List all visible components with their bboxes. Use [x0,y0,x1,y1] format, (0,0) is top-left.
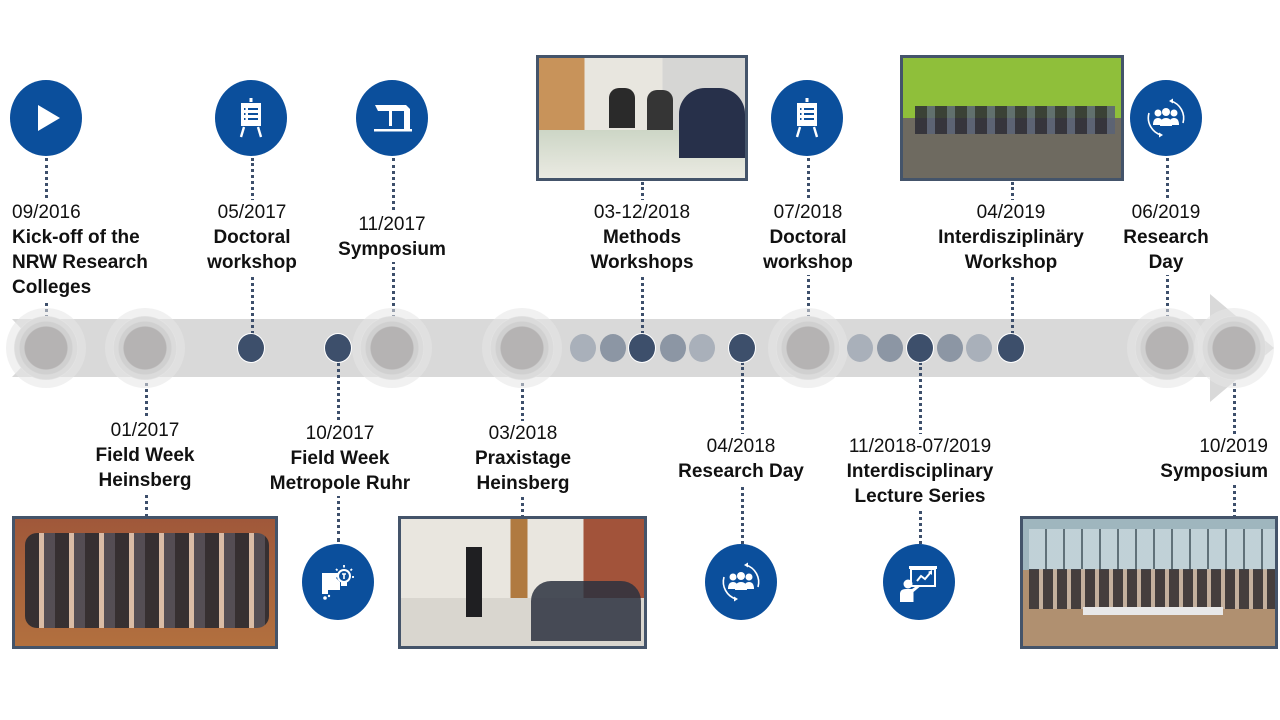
event-label: 04/2019 Interdisziplinäry Workshop [938,200,1084,275]
lecture-chart-icon [883,544,955,620]
event-date: 07/2018 [773,202,843,223]
event-date: 05/2017 [217,202,287,223]
easel-presentation-icon [771,80,843,156]
event-dot [906,333,934,363]
series-dot [877,334,903,362]
photo-group [12,516,278,649]
connector [145,488,148,518]
event-dot [237,333,265,363]
play-icon [10,80,82,156]
event-label: 01/2017 Field Week Heinsberg [95,418,195,493]
event-date: 10/2019 [1199,436,1268,457]
event-date: 09/2016 [12,202,81,223]
event-label: 10/2017 Field Week Metropole Ruhr [269,421,411,496]
event-title: Research Day [1123,227,1209,273]
series-dot [689,334,715,362]
event-label: 10/2019 Symposium [1160,434,1268,484]
series-dot [600,334,626,362]
event-dot [324,333,352,363]
group-cycle-icon [1130,80,1202,156]
event-label: 03-12/2018 Methods Workshops [590,200,694,275]
milestone-marker [6,308,86,388]
photo-presentation [398,516,647,649]
photo-auditorium [1020,516,1278,649]
event-date: 06/2019 [1131,202,1201,223]
event-title: Methods Workshops [590,227,694,273]
event-date: 04/2019 [976,202,1046,223]
event-title: Field Week Heinsberg [95,445,195,491]
event-label: 11/2018-07/2019 Interdisciplinary Lectur… [846,434,994,509]
event-date: 10/2017 [305,423,375,444]
event-label: 03/2018 Praxistage Heinsberg [474,421,572,496]
event-title: Kick-off of the NRW Research Colleges [12,227,148,298]
event-label: 05/2017 Doctoral workshop [207,200,297,275]
group-cycle-icon [705,544,777,620]
event-dot [728,333,756,363]
series-dot [570,334,596,362]
event-title: Symposium [338,239,446,260]
idea-bulb-icon [302,544,374,620]
event-title: Interdisziplinäry Workshop [938,227,1084,273]
event-label: 09/2016 Kick-off of the NRW Research Col… [12,200,148,300]
event-label: 06/2019 Research Day [1123,200,1209,275]
easel-presentation-icon [215,80,287,156]
event-date: 03/2018 [488,423,558,444]
milestone-marker [105,308,185,388]
event-date: 11/2018-07/2019 [848,436,992,457]
milestone-marker [1194,308,1274,388]
event-label: 11/2017 Symposium [338,212,446,262]
event-date: 01/2017 [110,420,180,441]
building-icon [356,80,428,156]
photo-methods-workshop [536,55,748,181]
series-dot [937,334,963,362]
event-title: Doctoral workshop [207,227,297,273]
series-dot [966,334,992,362]
event-title: Research Day [678,461,804,482]
event-title: Symposium [1160,461,1268,482]
event-title: Doctoral workshop [763,227,853,273]
milestone-marker [1127,308,1207,388]
milestone-marker [352,308,432,388]
event-title: Praxistage Heinsberg [474,448,572,494]
event-title: Interdisciplinary Lecture Series [846,461,994,507]
series-dot [847,334,873,362]
event-date: 03-12/2018 [593,202,691,223]
event-date: 11/2017 [358,214,426,235]
event-title: Field Week Metropole Ruhr [269,448,411,494]
photo-outdoor-workshop [900,55,1124,181]
milestone-marker [768,308,848,388]
event-label: 04/2018 Research Day [678,434,804,484]
event-dot [628,333,656,363]
event-label: 07/2018 Doctoral workshop [763,200,853,275]
connector [145,376,148,416]
milestone-marker [482,308,562,388]
event-date: 04/2018 [706,436,776,457]
series-dot [660,334,686,362]
event-dot [997,333,1025,363]
